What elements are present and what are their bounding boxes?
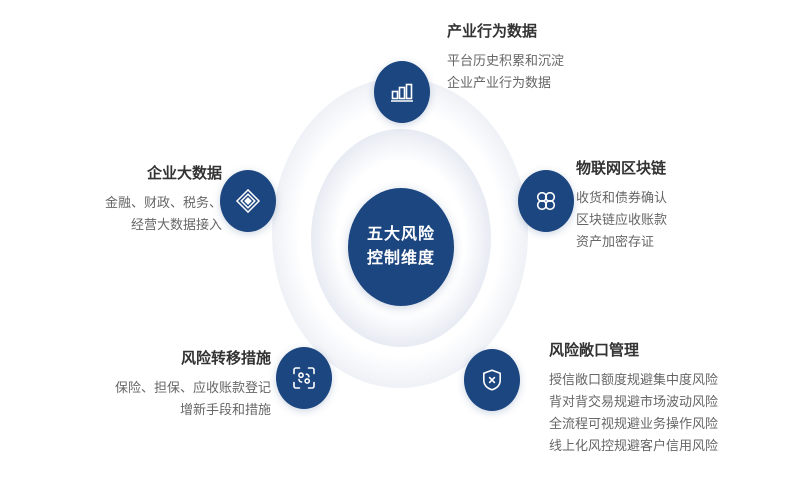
bar-chart-icon xyxy=(389,79,415,105)
label-line: 背对背交易规避市场波动风险 xyxy=(549,394,719,409)
concentric-diamond-icon xyxy=(235,188,261,214)
label-lines: 平台历史积累和沉淀 企业产业行为数据 xyxy=(447,50,564,94)
center-circle: 五大风险 控制维度 xyxy=(348,188,454,306)
label-lines: 保险、担保、应收账款登记 增新手段和措施 xyxy=(115,377,271,421)
label-line: 平台历史积累和沉淀 xyxy=(447,53,565,68)
node-risk-exposure-management[interactable] xyxy=(464,349,520,411)
label-line: 金融、财政、税务、 xyxy=(104,195,222,210)
center-title-line-1: 五大风险 xyxy=(366,226,435,243)
label-lines: 金融、财政、税务、 经营大数据接入 xyxy=(105,192,222,236)
label-line: 企业产业行为数据 xyxy=(447,75,552,90)
label-risk-transfer-measures: 风险转移措施 保险、担保、应收账款登记 增新手段和措施 xyxy=(115,348,271,421)
node-iot-blockchain[interactable] xyxy=(518,170,574,232)
label-lines: 授信敞口额度规避集中度风险 背对背交易规避市场波动风险 全流程可视规避业务操作风… xyxy=(549,369,718,457)
label-title: 企业大数据 xyxy=(146,165,222,182)
label-lines: 收货和债券确认 区块链应收账款 资产加密存证 xyxy=(576,187,667,253)
label-industry-behavior-data: 产业行为数据 平台历史积累和沉淀 企业产业行为数据 xyxy=(447,21,564,94)
label-enterprise-big-data: 企业大数据 金融、财政、税务、 经营大数据接入 xyxy=(105,163,222,236)
scan-frame-icon xyxy=(291,365,317,391)
label-title: 物联网区块链 xyxy=(576,160,667,177)
label-iot-blockchain: 物联网区块链 收货和债券确认 区块链应收账款 资产加密存证 xyxy=(576,158,667,253)
shield-x-icon xyxy=(479,367,505,393)
label-line: 资产加密存证 xyxy=(576,234,655,249)
clover-network-icon xyxy=(533,188,559,214)
center-title-line-2: 控制维度 xyxy=(366,250,435,267)
label-line: 增新手段和措施 xyxy=(179,402,271,417)
label-title: 风险转移措施 xyxy=(180,350,271,367)
label-line: 收货和债券确认 xyxy=(576,190,668,205)
label-title: 产业行为数据 xyxy=(447,23,538,40)
node-risk-transfer-measures[interactable] xyxy=(276,347,332,409)
node-enterprise-big-data[interactable] xyxy=(220,170,276,232)
label-risk-exposure-management: 风险敞口管理 授信敞口额度规避集中度风险 背对背交易规避市场波动风险 全流程可视… xyxy=(549,340,718,457)
label-line: 线上化风控规避客户信用风险 xyxy=(549,438,719,453)
label-line: 区块链应收账款 xyxy=(576,212,668,227)
label-line: 全流程可视规避业务操作风险 xyxy=(549,416,719,431)
label-line: 保险、担保、应收账款登记 xyxy=(114,380,271,395)
label-line: 授信敞口额度规避集中度风险 xyxy=(549,372,719,387)
label-title: 风险敞口管理 xyxy=(549,342,640,359)
node-industry-behavior-data[interactable] xyxy=(374,61,430,123)
label-line: 经营大数据接入 xyxy=(130,217,222,232)
